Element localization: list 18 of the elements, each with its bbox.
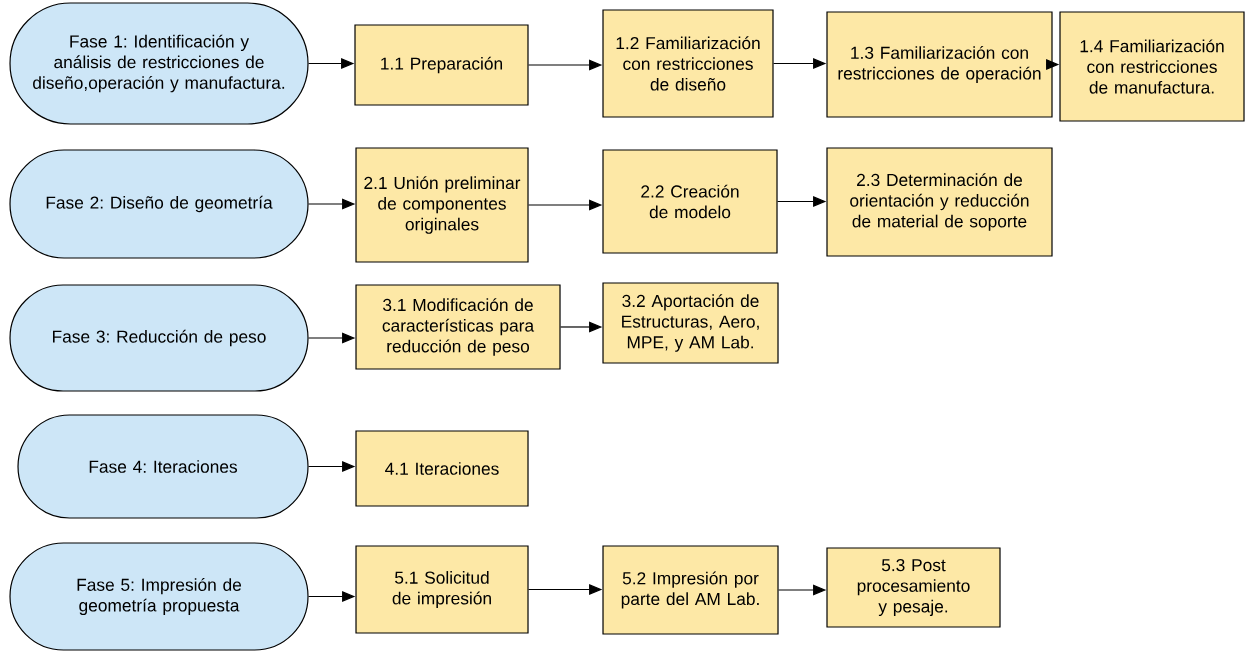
process-box: 2.2 Creación de modelo <box>602 149 778 254</box>
process-box: 3.2 Aportación de Estructuras, Aero, MPE, y AM Lab. <box>602 282 779 364</box>
process-box: 1.3 Familiarización con restricciones de operación <box>826 11 1053 118</box>
process-box: 1.1 Preparación <box>354 24 529 106</box>
process-box: 1.2 Familiarización con restricciones de diseño <box>602 9 774 118</box>
terminal-pill: Fase 5: Impresión de geometría propuesta <box>9 542 309 651</box>
process-box: 5.2 Impresión por parte del AM Lab. <box>602 545 779 635</box>
process-box: 2.3 Determinación de orientación y reducción de material de soporte <box>826 147 1053 257</box>
process-box: 1.4 Familiarización con restricciones de manufactura. <box>1059 11 1245 122</box>
terminal-pill: Fase 3: Reducción de peso <box>9 284 309 392</box>
process-box: 5.3 Post procesamiento y pesaje. <box>826 547 1001 628</box>
terminal-pill: Fase 1: Identificación y análisis de restricciones de diseño,operación y manufactura. <box>9 2 309 125</box>
process-box: 3.1 Modificación de características para reducción de peso <box>355 284 561 370</box>
process-box: 4.1 Iteraciones <box>355 430 529 507</box>
terminal-pill: Fase 2: Diseño de geometría <box>9 149 309 259</box>
process-box: 2.1 Unión preliminar de componentes originales <box>355 147 529 263</box>
terminal-pill: Fase 4: Iteraciones <box>17 414 309 519</box>
process-box: 5.1 Solicitud de impresión <box>355 545 529 634</box>
